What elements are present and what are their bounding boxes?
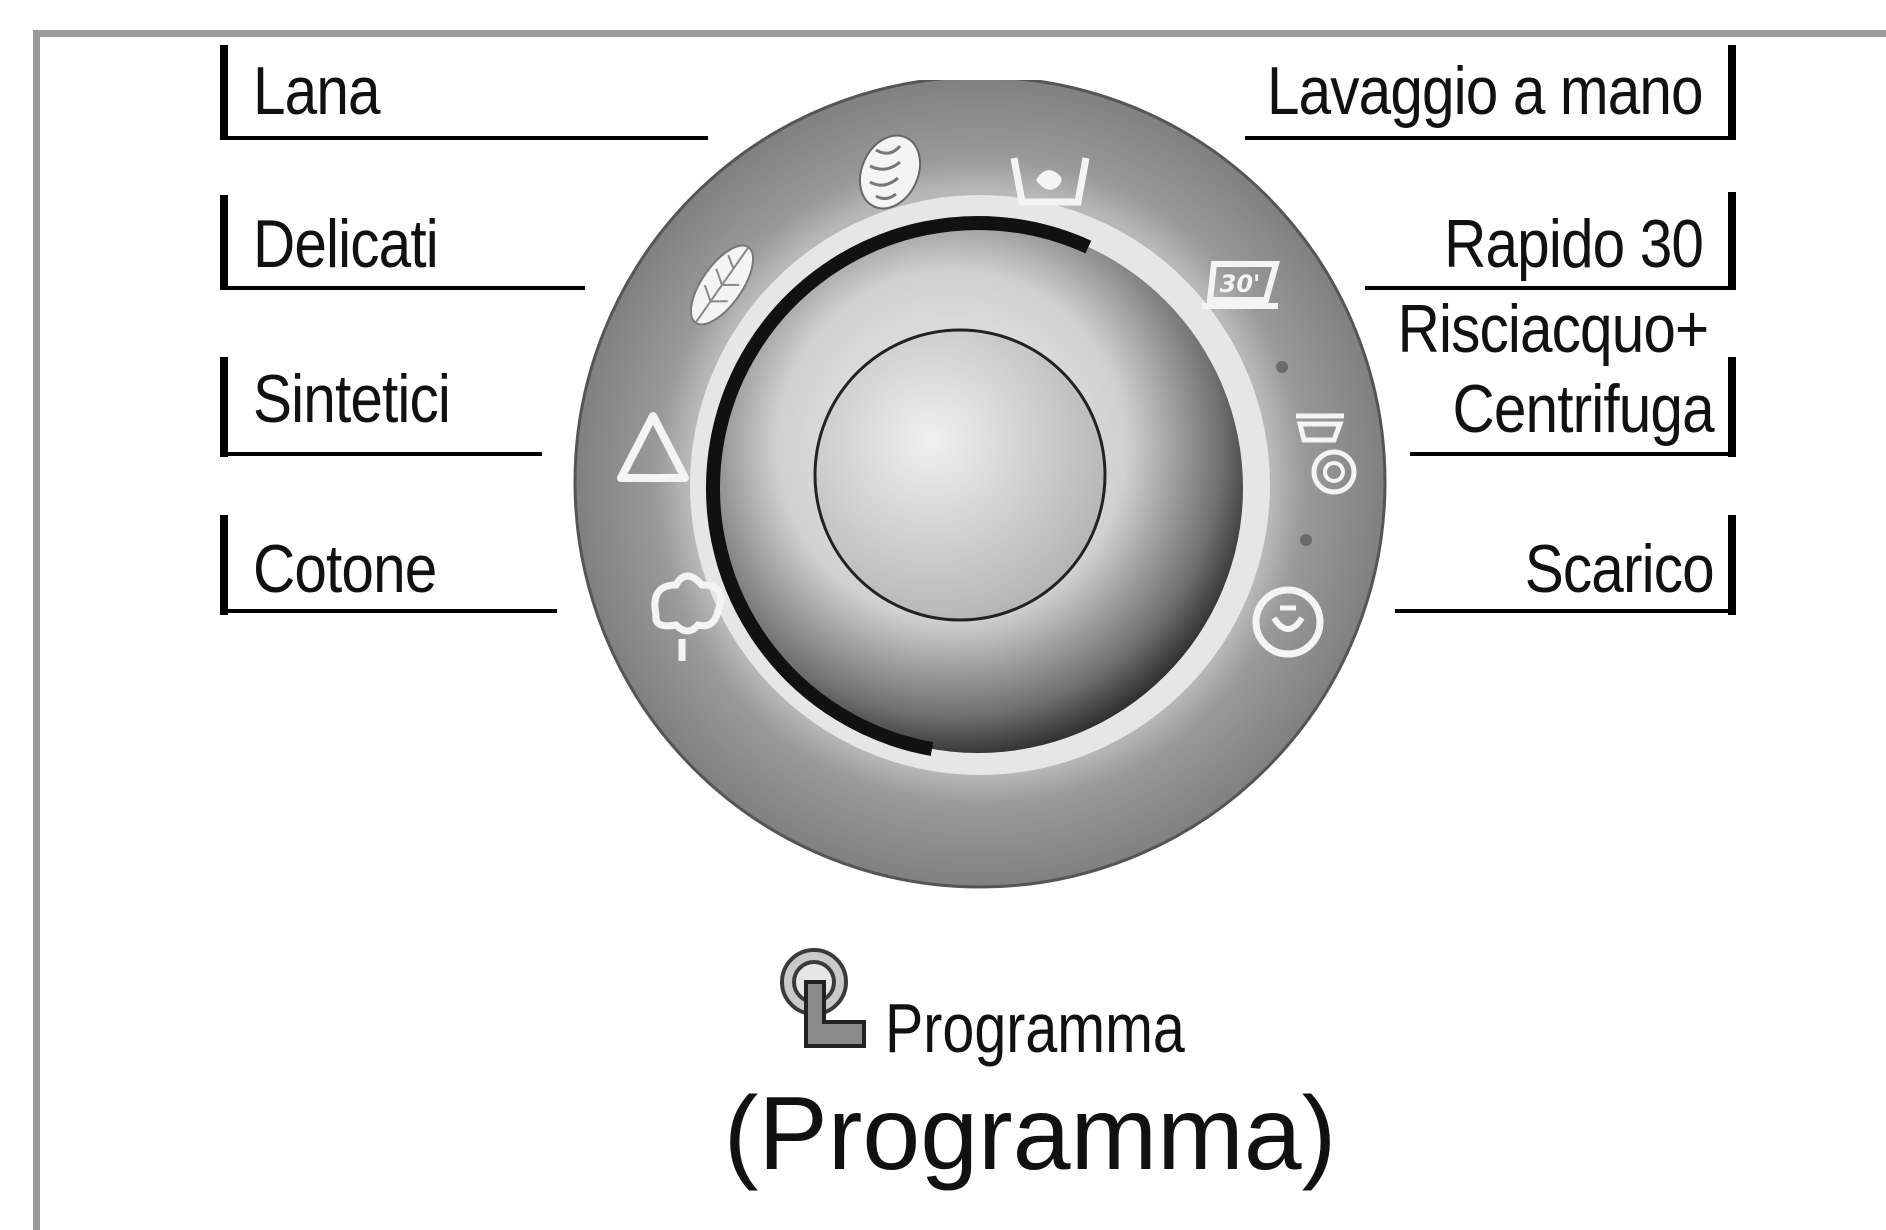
triangle-icon: [617, 412, 689, 482]
program-label-lana[interactable]: Lana: [253, 53, 381, 129]
touch-icon: [780, 948, 866, 1048]
program-label-risciacquo[interactable]: Risciacquo+: [1397, 291, 1709, 367]
leader-risciacquo: [1410, 452, 1736, 456]
cotton-icon: [651, 572, 725, 661]
right-bar-lavaggio: [1728, 45, 1736, 140]
leader-scarico: [1395, 609, 1736, 613]
leader-sintetici: [220, 452, 542, 456]
program-label-lavaggio-a-mano[interactable]: Lavaggio a mano: [1267, 53, 1704, 129]
program-label-cotone[interactable]: Cotone: [253, 531, 437, 607]
dial-title: (Programma): [723, 1076, 1337, 1192]
left-bar-cotone: [220, 515, 228, 615]
rinse-spin-icon: [1296, 413, 1357, 495]
panel-frame: [33, 30, 1886, 1230]
leaf-icon: [689, 244, 755, 326]
dial-caption: Programma: [885, 989, 1185, 1067]
left-bar-delicati: [220, 195, 228, 290]
left-bar-sintetici: [220, 357, 228, 457]
dial-center-cap[interactable]: [813, 328, 1107, 622]
leader-lana: [220, 136, 708, 140]
program-dial[interactable]: 30': [560, 80, 1400, 920]
program-label-delicati[interactable]: Delicati: [253, 206, 439, 282]
program-label-sintetici[interactable]: Sintetici: [253, 361, 451, 437]
dial-dot: [1300, 534, 1312, 546]
left-bar-lana: [220, 45, 228, 140]
program-label-rapido-30[interactable]: Rapido 30: [1444, 206, 1704, 282]
program-label-scarico[interactable]: Scarico: [1525, 531, 1715, 607]
right-bar-scarico: [1728, 515, 1736, 615]
program-label-centrifuga[interactable]: Centrifuga: [1452, 371, 1715, 447]
leader-cotone: [220, 609, 557, 613]
leader-rapido: [1365, 286, 1736, 290]
drain-icon: [1252, 586, 1324, 658]
right-bar-risciacquo: [1728, 357, 1736, 457]
dial-dot: [1276, 361, 1288, 373]
dial-knob-shadow: [706, 216, 1250, 760]
svg-text:30': 30': [1220, 270, 1261, 298]
right-bar-rapido: [1728, 192, 1736, 290]
quick-30-icon: 30': [1202, 261, 1280, 309]
leader-lavaggio: [1245, 136, 1736, 140]
wool-icon: [858, 134, 922, 210]
hand-wash-icon: [1010, 157, 1090, 206]
leader-delicati: [220, 286, 585, 290]
